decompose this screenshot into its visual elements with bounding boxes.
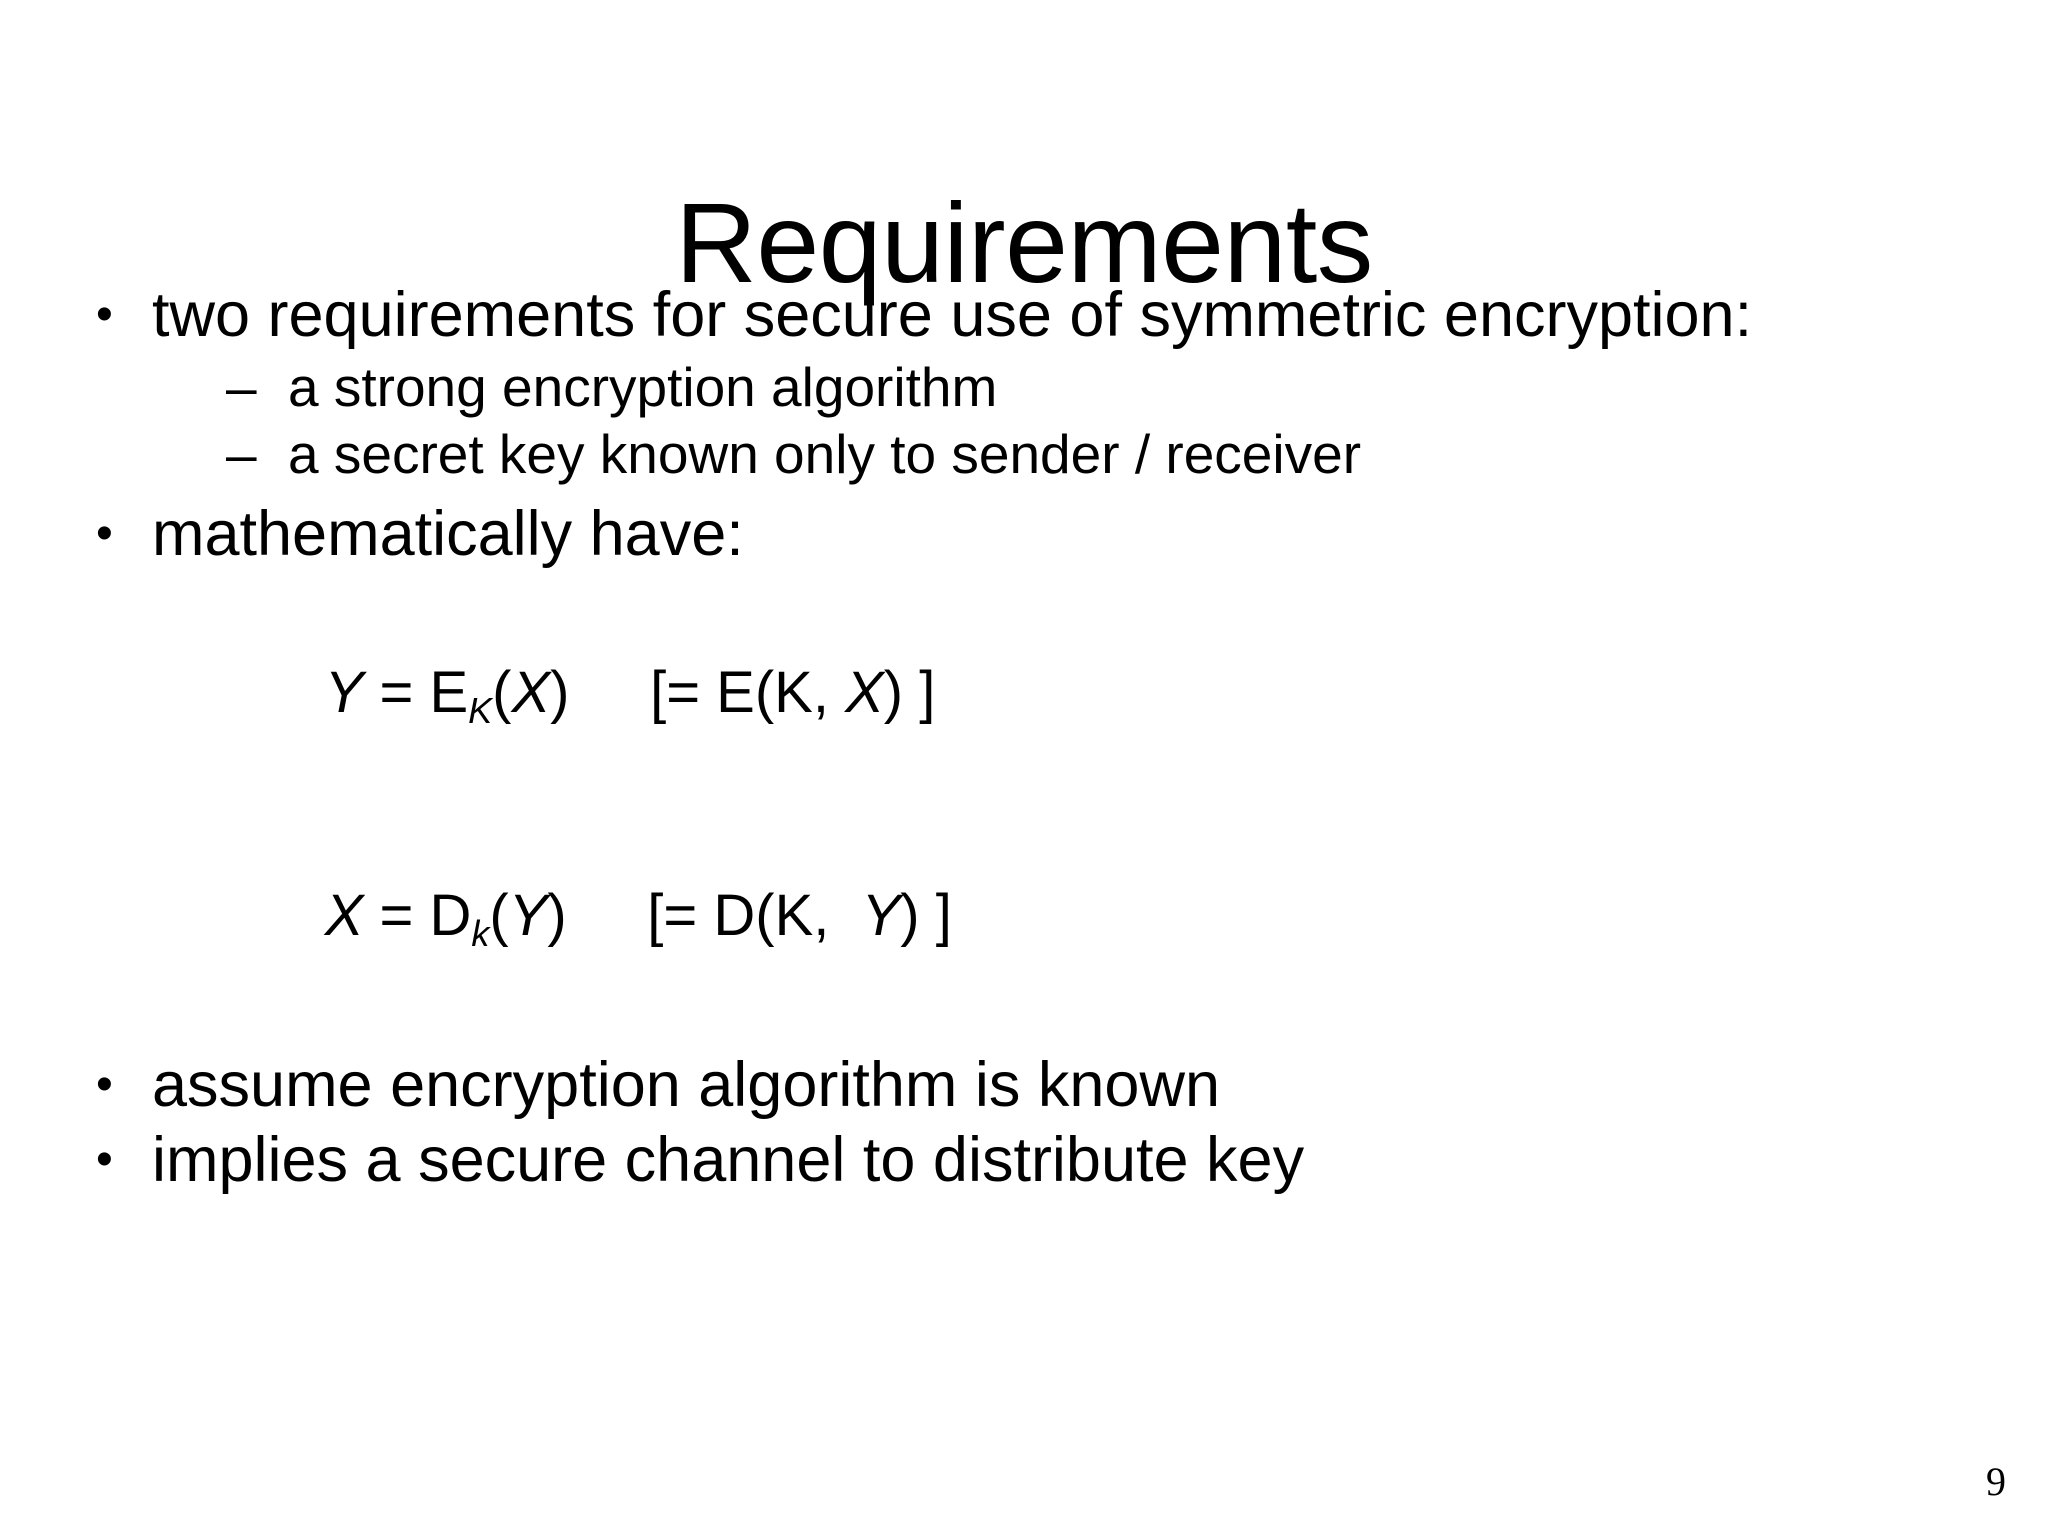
spacer bbox=[96, 489, 1956, 499]
formula-bracket-argument: Y bbox=[861, 883, 901, 949]
formula-function: D bbox=[429, 883, 472, 949]
bullet-dot-icon: • bbox=[96, 1057, 113, 1111]
list-item-label: assume encryption algorithm is known bbox=[152, 1049, 1220, 1120]
formula-function: E bbox=[429, 659, 469, 725]
formula-paren-open: ( bbox=[492, 659, 512, 725]
list-item: • assume encryption algorithm is known bbox=[96, 1050, 1956, 1121]
formula-paren-close: ) bbox=[547, 883, 567, 949]
list-item-label: two requirements for secure use of symme… bbox=[152, 280, 1753, 350]
formula-subscript: K bbox=[468, 689, 493, 731]
list-item-label: implies a secure channel to distribute k… bbox=[152, 1124, 1305, 1195]
page-title: Requirements bbox=[675, 179, 1373, 306]
formula-paren-close: ) bbox=[550, 659, 570, 725]
formula-bracket-close: ) ] bbox=[900, 883, 952, 949]
formula-subscript: k bbox=[471, 913, 490, 955]
page-number: 9 bbox=[1986, 1459, 2006, 1504]
spacer bbox=[96, 574, 1956, 584]
bullet-dash-icon: – bbox=[226, 423, 257, 486]
formula-argument: Y bbox=[508, 883, 548, 949]
bullet-dot-icon: • bbox=[96, 506, 113, 560]
formula-bracket-close: ) ] bbox=[883, 659, 936, 725]
bullet-dot-icon: • bbox=[96, 288, 113, 341]
formula-argument: X bbox=[511, 659, 551, 725]
formula-bracket-open: [= E(K, bbox=[650, 659, 846, 725]
formula-decryption: X = Dk(Y) [= D(K, Y) ] bbox=[96, 808, 1956, 1030]
formula-lhs: Y bbox=[324, 659, 364, 725]
formula-paren-open: ( bbox=[489, 883, 509, 949]
list-item: • two requirements for secure use of sym… bbox=[96, 280, 1956, 351]
list-item: • mathematically have: bbox=[96, 499, 1956, 570]
formula-equals: = bbox=[363, 659, 430, 725]
list-item: – a strong encryption algorithm bbox=[96, 355, 1956, 420]
list-item-label: a strong encryption algorithm bbox=[288, 356, 998, 419]
formula-encryption: Y = EK(X) [= E(K, X) ] bbox=[96, 584, 1956, 806]
list-item: • implies a secure channel to distribute… bbox=[96, 1125, 1956, 1196]
formula-bracket-open: [= D(K, bbox=[647, 883, 862, 949]
spacer bbox=[96, 1032, 1956, 1050]
formula-lhs: X bbox=[324, 883, 364, 949]
formula-bracket-argument: X bbox=[845, 659, 884, 725]
formula-spacer bbox=[567, 883, 648, 948]
formula-spacer bbox=[570, 660, 651, 725]
list-item-label: a secret key known only to sender / rece… bbox=[288, 423, 1362, 486]
bullet-dash-icon: – bbox=[226, 356, 257, 419]
list-item-label: mathematically have: bbox=[152, 498, 744, 569]
slide-body: • two requirements for secure use of sym… bbox=[96, 280, 1956, 1200]
bullet-dot-icon: • bbox=[96, 1132, 113, 1186]
list-item: – a secret key known only to sender / re… bbox=[96, 422, 1956, 487]
formula-equals: = bbox=[363, 883, 430, 949]
